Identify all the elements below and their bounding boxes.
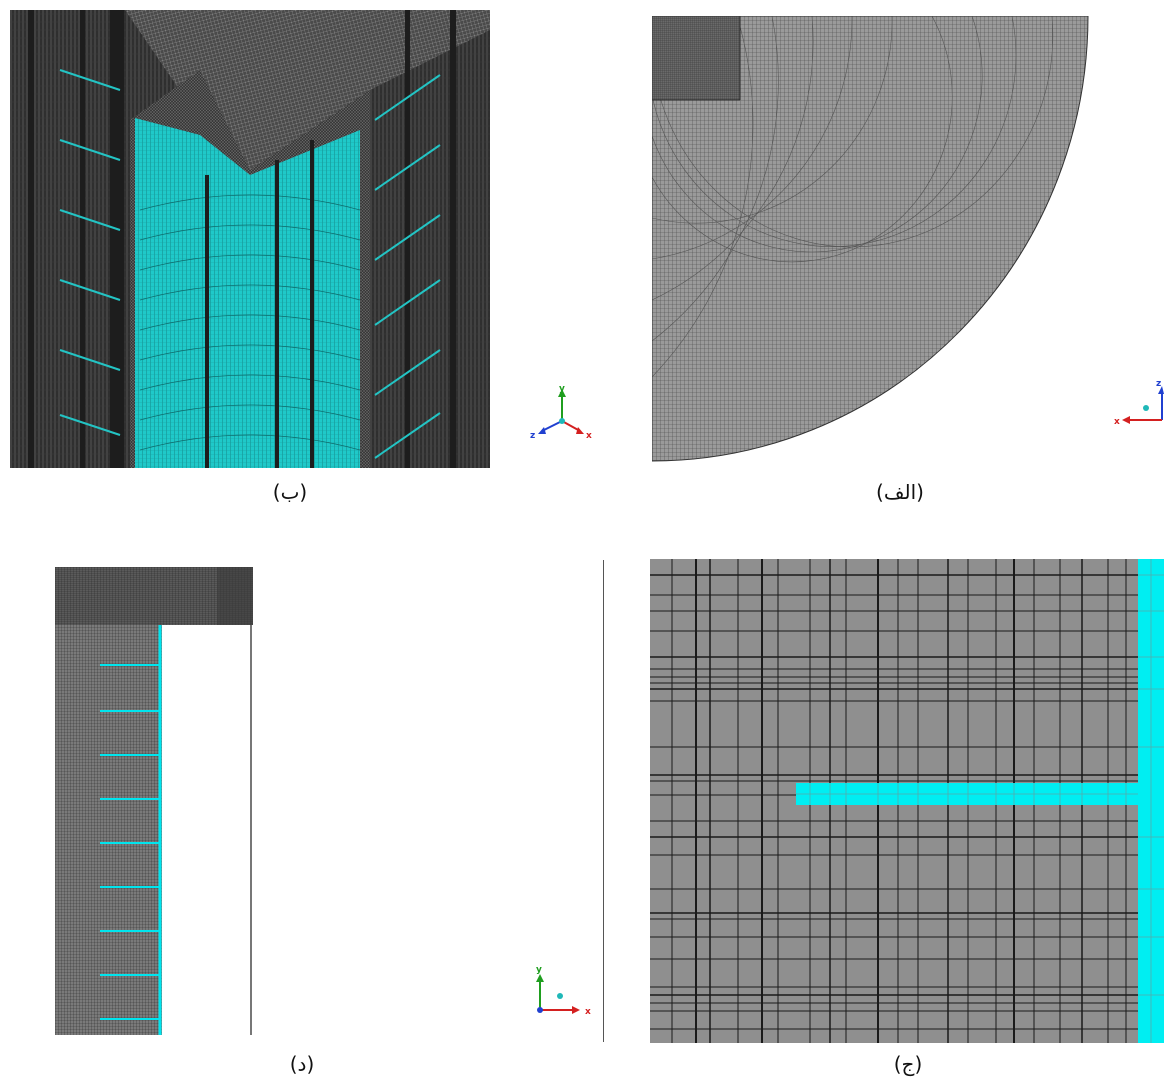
- y-axis-label: y: [559, 385, 565, 394]
- panel-a-axis-triad: z x: [1114, 379, 1164, 427]
- panel-a-dense-corner: [652, 16, 740, 100]
- panel-b-axis-triad: y x z: [530, 385, 592, 441]
- panel-b-vertical-bands: [28, 10, 456, 468]
- x-axis-label: x: [1114, 417, 1120, 427]
- panel-d-section-mesh: [55, 567, 253, 1035]
- caption-c: (ج): [893, 1052, 923, 1076]
- z-axis-label: z: [530, 431, 535, 441]
- y-axis-label: y: [536, 965, 542, 975]
- panel-d-baffles: [100, 664, 160, 1020]
- caption-a: (الف): [876, 480, 924, 504]
- panel-b-baffle-cyan: [135, 118, 360, 468]
- panel-d-axis-triad: y x: [536, 965, 591, 1017]
- z-axis-arrow: [541, 420, 563, 432]
- panel-a-radial-arcs: [652, 16, 1054, 378]
- x-axis-label: x: [585, 1007, 591, 1017]
- caption-b: (ب): [272, 480, 308, 504]
- z-axis-label: z: [1156, 379, 1161, 389]
- panel-separator: [603, 560, 604, 1042]
- panel-c-zoom-grid: [650, 559, 1164, 1043]
- panel-c-baffle-cells: [796, 783, 1138, 805]
- x-axis-label: x: [586, 431, 592, 441]
- panel-b-3d-mesh: [10, 10, 490, 468]
- panel-b-baffle-curves: [139, 194, 361, 451]
- panel-d-wall-mesh: [55, 625, 162, 1035]
- panel-a-outline: [652, 16, 1089, 462]
- panel-c-wall-cells: [1138, 559, 1164, 1043]
- x-axis-arrow: [561, 420, 581, 432]
- panel-a-quarter-mesh: [652, 16, 1089, 462]
- panel-b-side-baffles: [59, 69, 441, 459]
- caption-d: (د): [289, 1052, 315, 1076]
